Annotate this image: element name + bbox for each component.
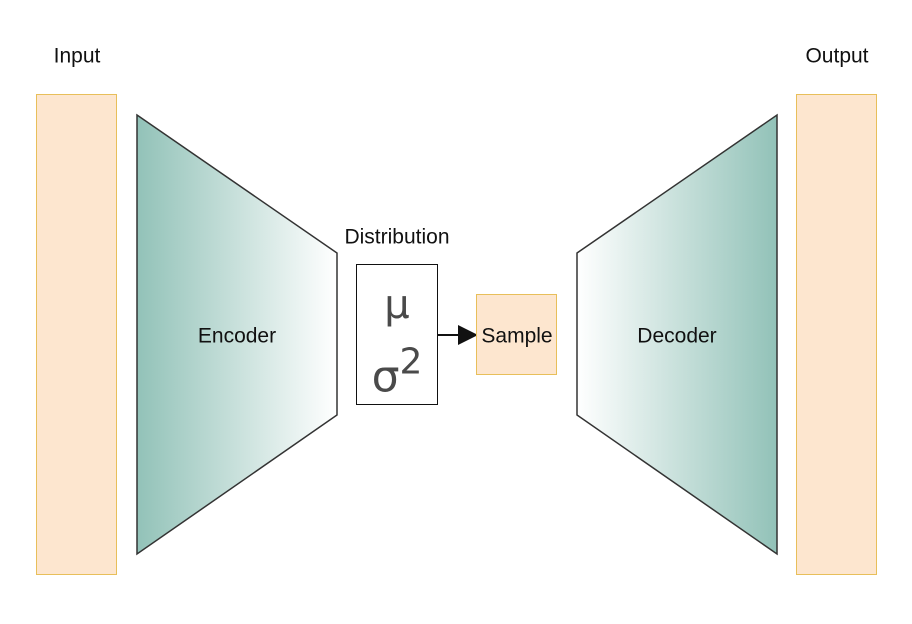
output-bar bbox=[796, 94, 877, 575]
decoder-label: Decoder bbox=[637, 324, 717, 348]
distribution-label: Distribution bbox=[344, 225, 450, 249]
decoder-trapezoid bbox=[576, 113, 778, 556]
sigma-squared-symbol: σ2 bbox=[371, 341, 423, 403]
output-label: Output bbox=[805, 44, 869, 68]
encoder-label: Encoder bbox=[197, 324, 277, 348]
input-bar bbox=[36, 94, 117, 575]
mu-symbol: μ bbox=[384, 282, 410, 328]
encoder-trapezoid bbox=[136, 113, 338, 556]
distribution-box bbox=[356, 264, 438, 405]
sigma-exponent: 2 bbox=[399, 341, 423, 383]
sigma-symbol: σ bbox=[371, 351, 400, 403]
sample-box bbox=[476, 294, 557, 375]
sample-label: Sample bbox=[481, 324, 553, 348]
input-label: Input bbox=[53, 44, 101, 68]
